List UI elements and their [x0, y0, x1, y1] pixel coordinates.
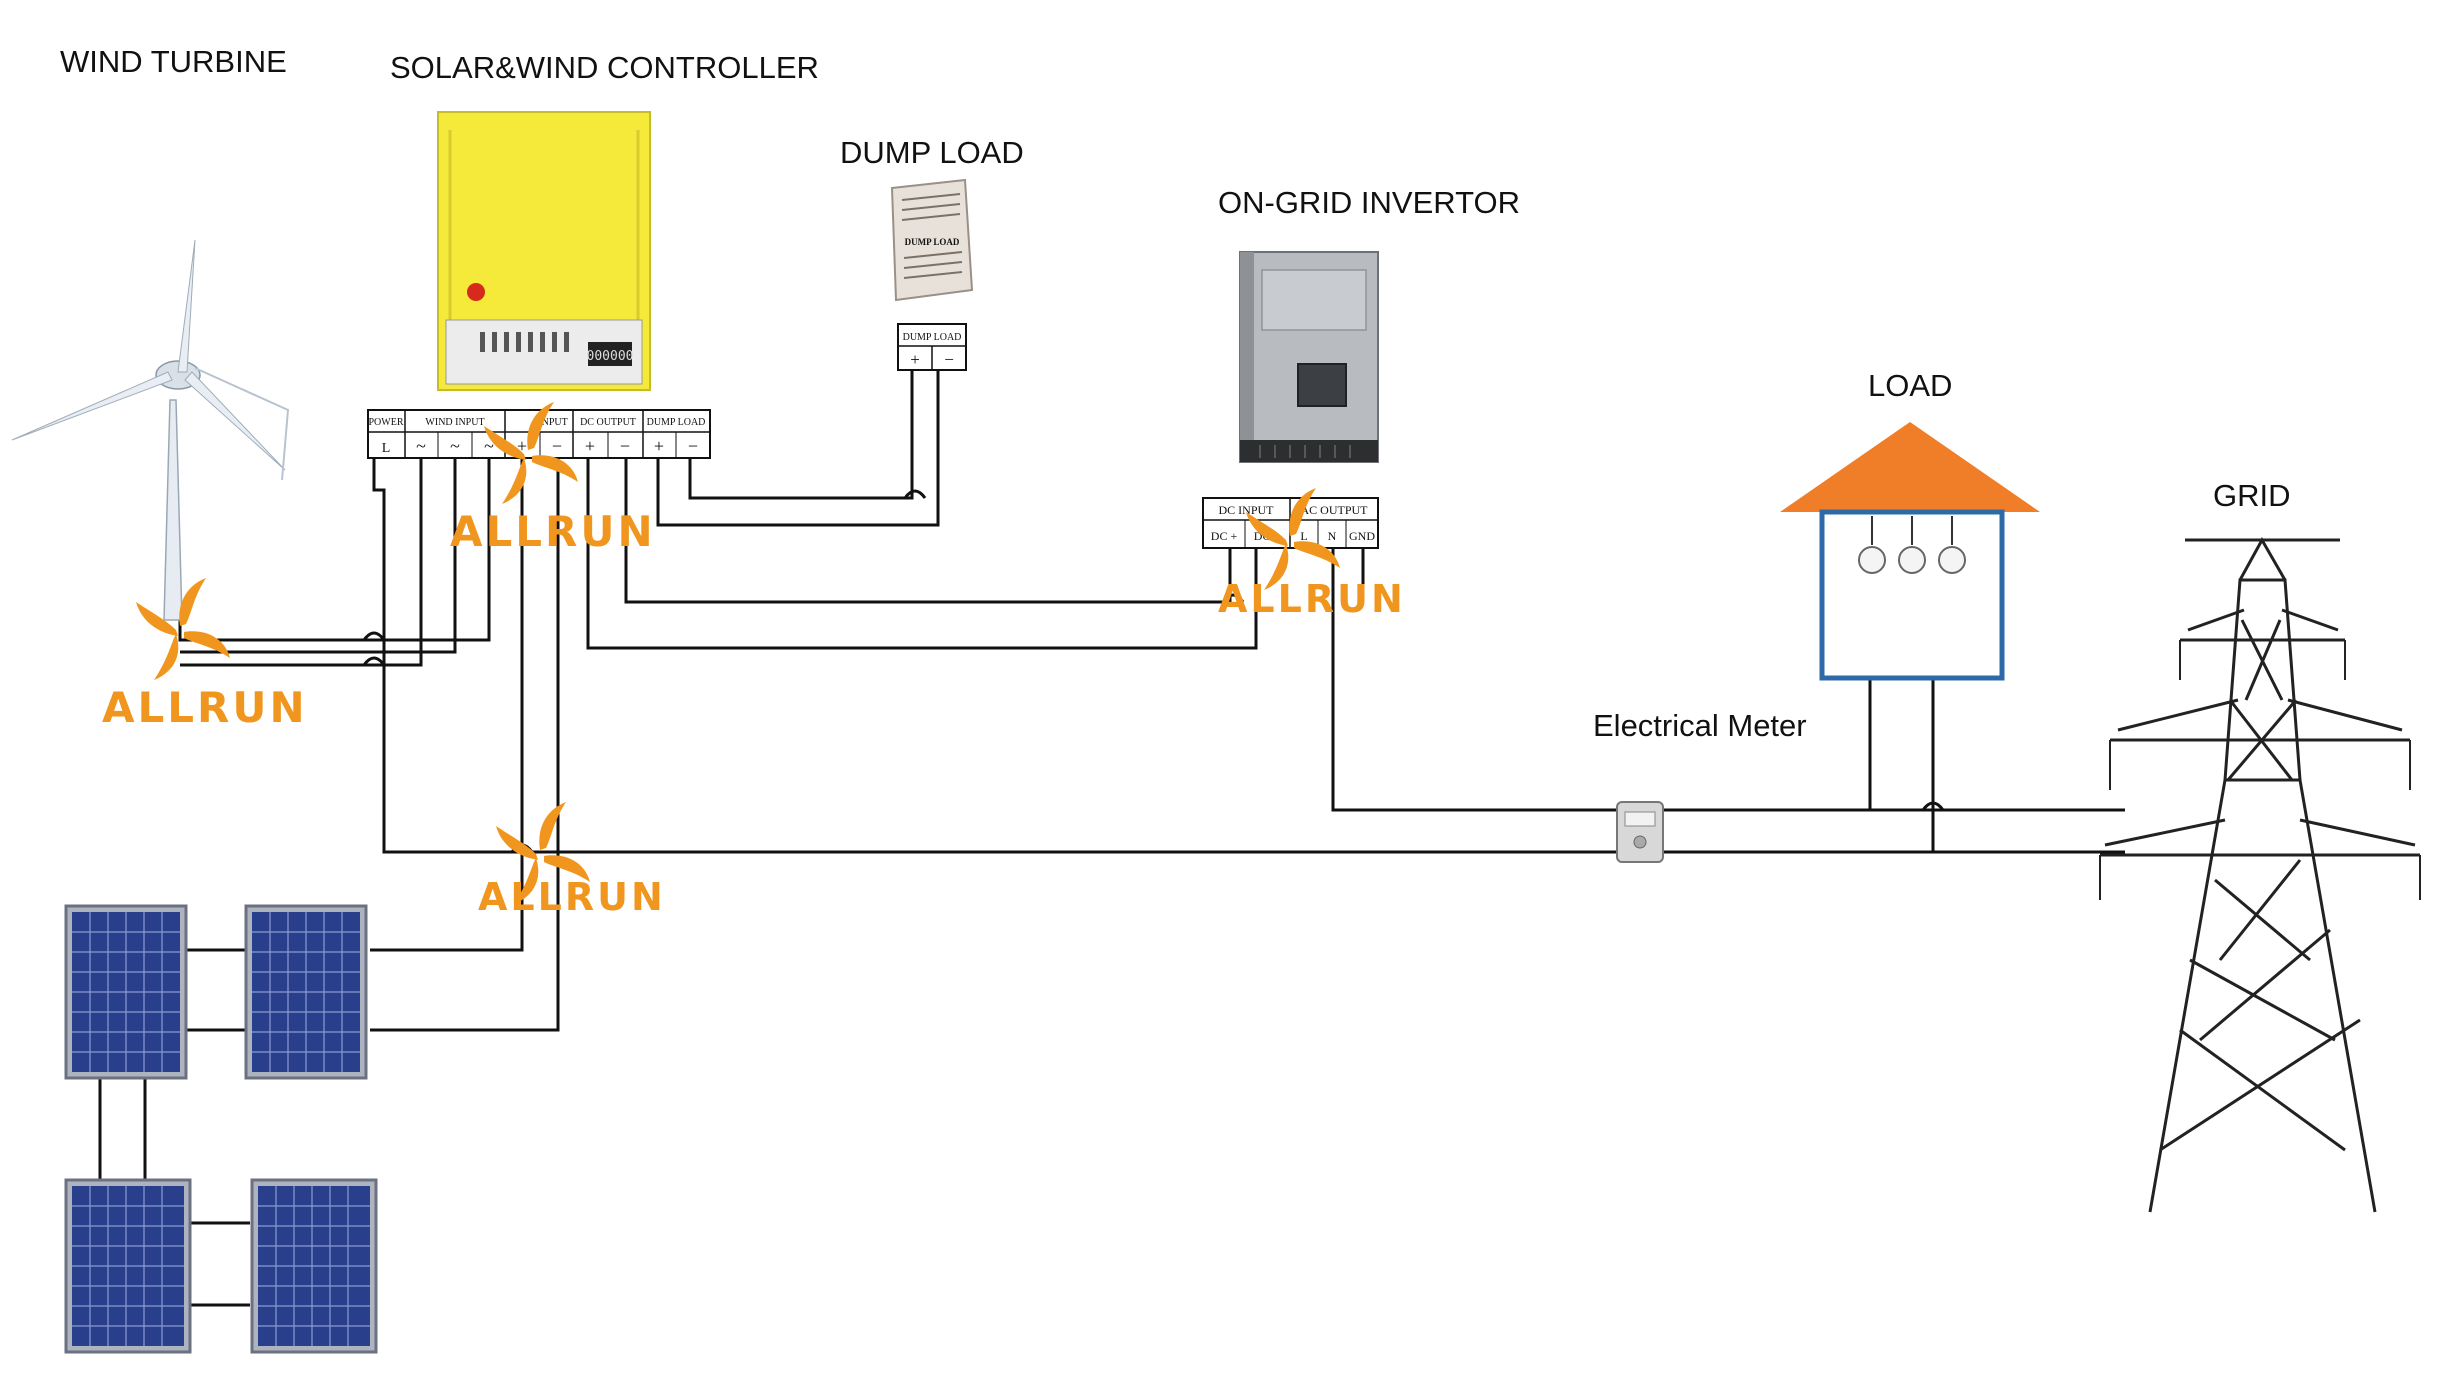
wire-hop — [1921, 801, 1945, 811]
light-bulb-icon — [1898, 516, 1926, 574]
terminal-group-dump-load: DUMP LOAD — [647, 417, 706, 428]
turbine-blade-top — [177, 239, 196, 373]
turbine-blade-right — [184, 371, 286, 471]
wire-hop — [362, 631, 386, 641]
terminal-slot: − — [688, 436, 698, 456]
turbine-blade-left — [11, 371, 173, 441]
wind-turbine — [11, 239, 290, 621]
terminal-slot: − — [620, 436, 630, 456]
load-title: LOAD — [1868, 368, 1952, 403]
terminal-slot: ~ — [416, 436, 426, 456]
terminal-group-dc-output: DC OUTPUT — [580, 417, 636, 428]
wire-dump-load-pos — [656, 370, 940, 527]
inverter-screen — [1297, 363, 1347, 407]
wire-wind-phase-3 — [178, 442, 491, 642]
allrun-wordmark: ALLRUN — [478, 875, 666, 919]
light-bulb-icon — [1938, 516, 1966, 574]
terminal-slot: N — [1328, 529, 1337, 543]
solar-panel — [250, 1178, 378, 1354]
inverter-group-dc-input: DC INPUT — [1218, 503, 1274, 517]
dump-load-face-label: DUMP LOAD — [905, 237, 960, 247]
controller-display-text: 000000 — [587, 349, 634, 364]
terminal-slot: + — [910, 350, 920, 369]
inverter-group-ac-output: AC OUTPUT — [1300, 503, 1368, 517]
terminal-slot: + — [585, 436, 595, 456]
wire-hop — [362, 656, 386, 666]
terminal-group-power: POWER — [369, 417, 404, 428]
grid-title: GRID — [2213, 478, 2291, 513]
allrun-wordmark: ALLRUN — [1218, 577, 1406, 621]
inverter-title: ON-GRID INVERTOR — [1218, 185, 1520, 220]
transmission-tower-icon — [2099, 536, 2421, 1213]
allrun-logo: ALLRUN — [450, 402, 656, 556]
wire-panel-top-link — [185, 948, 245, 1032]
wire-hop — [1221, 593, 1245, 603]
solar-panel — [244, 904, 368, 1080]
solar-panel — [64, 1178, 192, 1354]
allrun-logo: ALLRUN — [102, 578, 308, 732]
allrun-wordmark: ALLRUN — [102, 683, 308, 732]
load-house — [1780, 422, 2040, 681]
wire-panel-vertical-link — [98, 1078, 147, 1180]
house-roof — [1780, 422, 2040, 512]
solar-panel-array — [64, 904, 378, 1354]
terminal-slot: L — [1300, 529, 1307, 543]
solar-wind-controller: 000000 — [437, 111, 651, 391]
wire-power-line — [372, 442, 2125, 854]
dump-load-terminal-header: DUMP LOAD — [903, 332, 962, 343]
wire-dc-output-pos — [624, 442, 1232, 604]
solar-panel — [64, 904, 188, 1080]
allrun-logo: ALLRUN — [478, 802, 666, 919]
allrun-logo: ALLRUN — [1218, 488, 1406, 621]
wind-turbine-title: WIND TURBINE — [60, 44, 287, 79]
dump-load-device: DUMP LOAD DUMP LOAD + − — [890, 178, 974, 371]
wire-solar-neg — [370, 442, 524, 952]
controller-title: SOLAR&WIND CONTROLLER — [390, 50, 819, 85]
wire-solar-pos — [370, 442, 560, 1032]
terminal-slot: + — [654, 436, 664, 456]
wire-hop — [903, 489, 927, 499]
wire-wind-phase-1 — [180, 442, 423, 667]
wire-wind-phase-2 — [180, 442, 457, 654]
light-bulb-icon — [1858, 516, 1886, 574]
terminal-slot: − — [552, 436, 562, 456]
terminal-slot: L — [382, 441, 391, 456]
allrun-wordmark: ALLRUN — [450, 507, 656, 556]
terminal-slot: ~ — [484, 436, 494, 456]
electrical-meter-icon — [1616, 801, 1664, 863]
dump-load-title: DUMP LOAD — [840, 135, 1024, 170]
terminal-slot: ~ — [450, 436, 460, 456]
terminal-slot: + — [517, 436, 527, 456]
turbine-tower — [163, 399, 183, 621]
electrical-meter-label: Electrical Meter — [1593, 708, 1807, 743]
terminal-slot: GND — [1349, 529, 1375, 543]
wire-panel-bottom-link — [190, 1221, 250, 1307]
terminal-group-wind-input: WIND INPUT — [425, 417, 484, 428]
wire-dc-output-neg — [586, 442, 1258, 650]
controller-display — [588, 342, 632, 366]
on-grid-inverter — [1239, 251, 1379, 463]
turbine-tail — [194, 367, 290, 481]
wire-dump-load-neg — [688, 370, 914, 500]
terminal-group-input: INPUT — [538, 417, 567, 428]
emergency-button — [467, 283, 485, 301]
terminal-slot: − — [944, 350, 954, 369]
wire-ac-output — [1331, 528, 2125, 812]
terminal-slot: DC + — [1211, 529, 1238, 543]
